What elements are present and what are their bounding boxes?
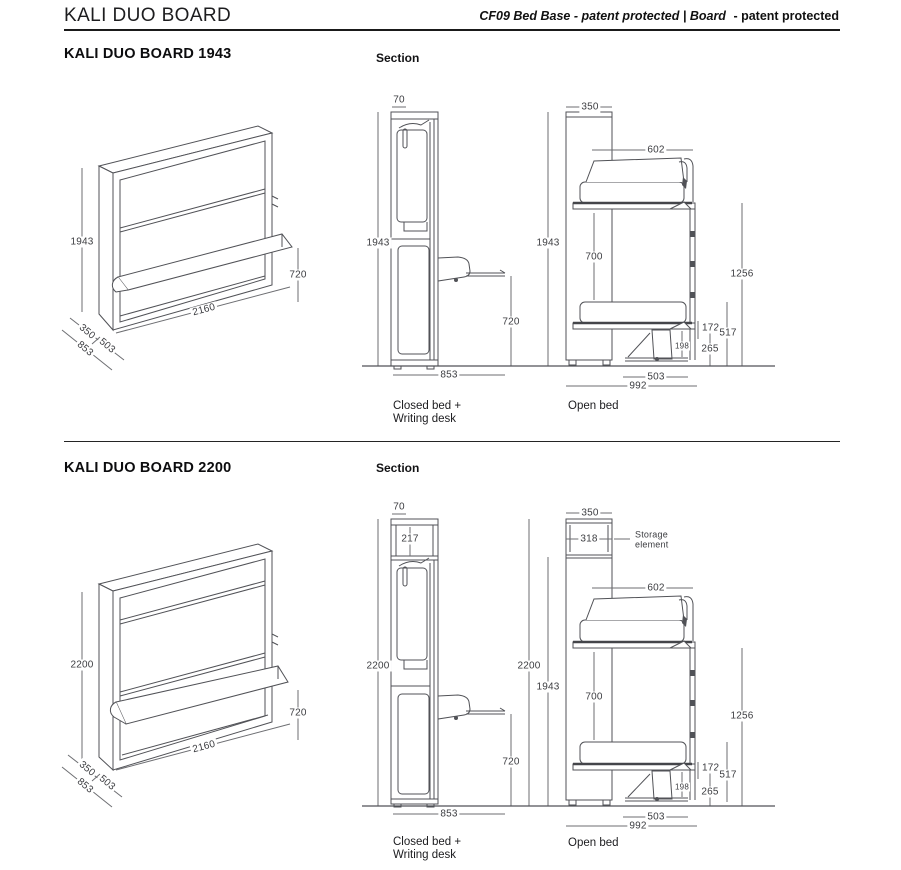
dim-2200-open-clearance: 265 [699,786,721,798]
storage-element-label-line2: element [633,539,671,550]
dim-1943-open-upper-bed-height: 1256 [728,268,756,280]
patent-note-italic: CF09 Bed Base - patent protected | Board [479,9,726,23]
dim-1943-open-clearance: 265 [699,343,721,355]
dim-2200-closed-depth: 853 [438,808,460,820]
dim-2200-open-bed-depth: 602 [645,582,667,594]
dim-2200-open-total-projection: 992 [627,820,649,832]
dim-2200-persp-height: 2200 [68,659,96,671]
dim-1943-open-desk-stack: 198 [674,341,690,351]
dim-2200-open-desk-stack: 198 [674,782,690,792]
dim-1943-open-height: 1943 [534,237,562,249]
open-section-1943 [565,111,696,366]
dim-1943-open-total-projection: 992 [627,380,649,392]
dim-2200-open-total-height: 2200 [515,660,543,672]
caption-2200-closed-line2: Writing desk [393,849,457,861]
dim-2200-open-upper-bed-height: 1256 [728,710,756,722]
dim-2200-closed-desk-height: 720 [500,756,522,768]
dim-1943-closed-desk-height: 720 [500,316,522,328]
dim-1943-closed-top: 70 [391,94,407,106]
dim-2200-closed-top: 70 [391,501,407,513]
dim-1943-open-lower-bed-height: 517 [717,327,739,339]
model-1943-title: KALI DUO BOARD 1943 [64,46,232,62]
dim-1943-open-bunk-gap: 700 [583,251,605,263]
dim-2200-open-storage-depth: 318 [578,533,600,545]
section-heading-2200: Section [376,461,420,475]
storage-element-label-line1: Storage [633,529,670,540]
patent-note: CF09 Bed Base - patent protected | Board… [479,9,839,23]
caption-1943-open: Open bed [568,400,619,412]
dim-2200-closed-height: 2200 [364,660,392,672]
dim-1943-open-upright-depth: 350 [579,101,601,113]
perspective-2200 [97,543,289,772]
dim-2200-open-frame: 172 [700,762,722,774]
dim-1943-open-bed-projection: 503 [645,371,667,383]
header-rule [64,29,840,31]
closed-section-1943 [390,111,506,370]
dim-2200-open-lower-bed-height: 517 [717,769,739,781]
open-section-2200 [565,518,696,806]
brand-title: KALI DUO BOARD [64,5,232,26]
model-2200-title: KALI DUO BOARD 2200 [64,460,232,476]
dim-2200-open-bed-projection: 503 [645,811,667,823]
dim-2200-closed-storage-height: 217 [399,533,421,545]
perspective-1943 [97,125,293,332]
caption-2200-closed-line1: Closed bed + [393,836,462,848]
caption-2200-open: Open bed [568,837,619,849]
dim-2200-persp-desk-height: 720 [287,707,309,719]
dim-1943-persp-desk-height: 720 [287,269,309,281]
dim-1943-closed-depth: 853 [438,369,460,381]
section-heading-1943: Section [376,51,420,65]
dim-2200-open-bed-section-height: 1943 [534,681,562,693]
closed-section-2200 [390,518,506,808]
dim-2200-open-bunk-gap: 700 [583,691,605,703]
caption-1943-closed-line2: Writing desk [393,413,457,425]
open-section-2200-dims [528,512,743,827]
dim-1943-open-frame: 172 [700,322,722,334]
dim-1943-persp-height: 1943 [68,236,96,248]
patent-note-bold: - patent protected [733,9,839,23]
caption-1943-closed-line1: Closed bed + [393,400,462,412]
section-divider [64,441,840,442]
dim-1943-open-bed-depth: 602 [645,144,667,156]
dim-1943-closed-height: 1943 [364,237,392,249]
dim-2200-open-upright-depth: 350 [579,507,601,519]
